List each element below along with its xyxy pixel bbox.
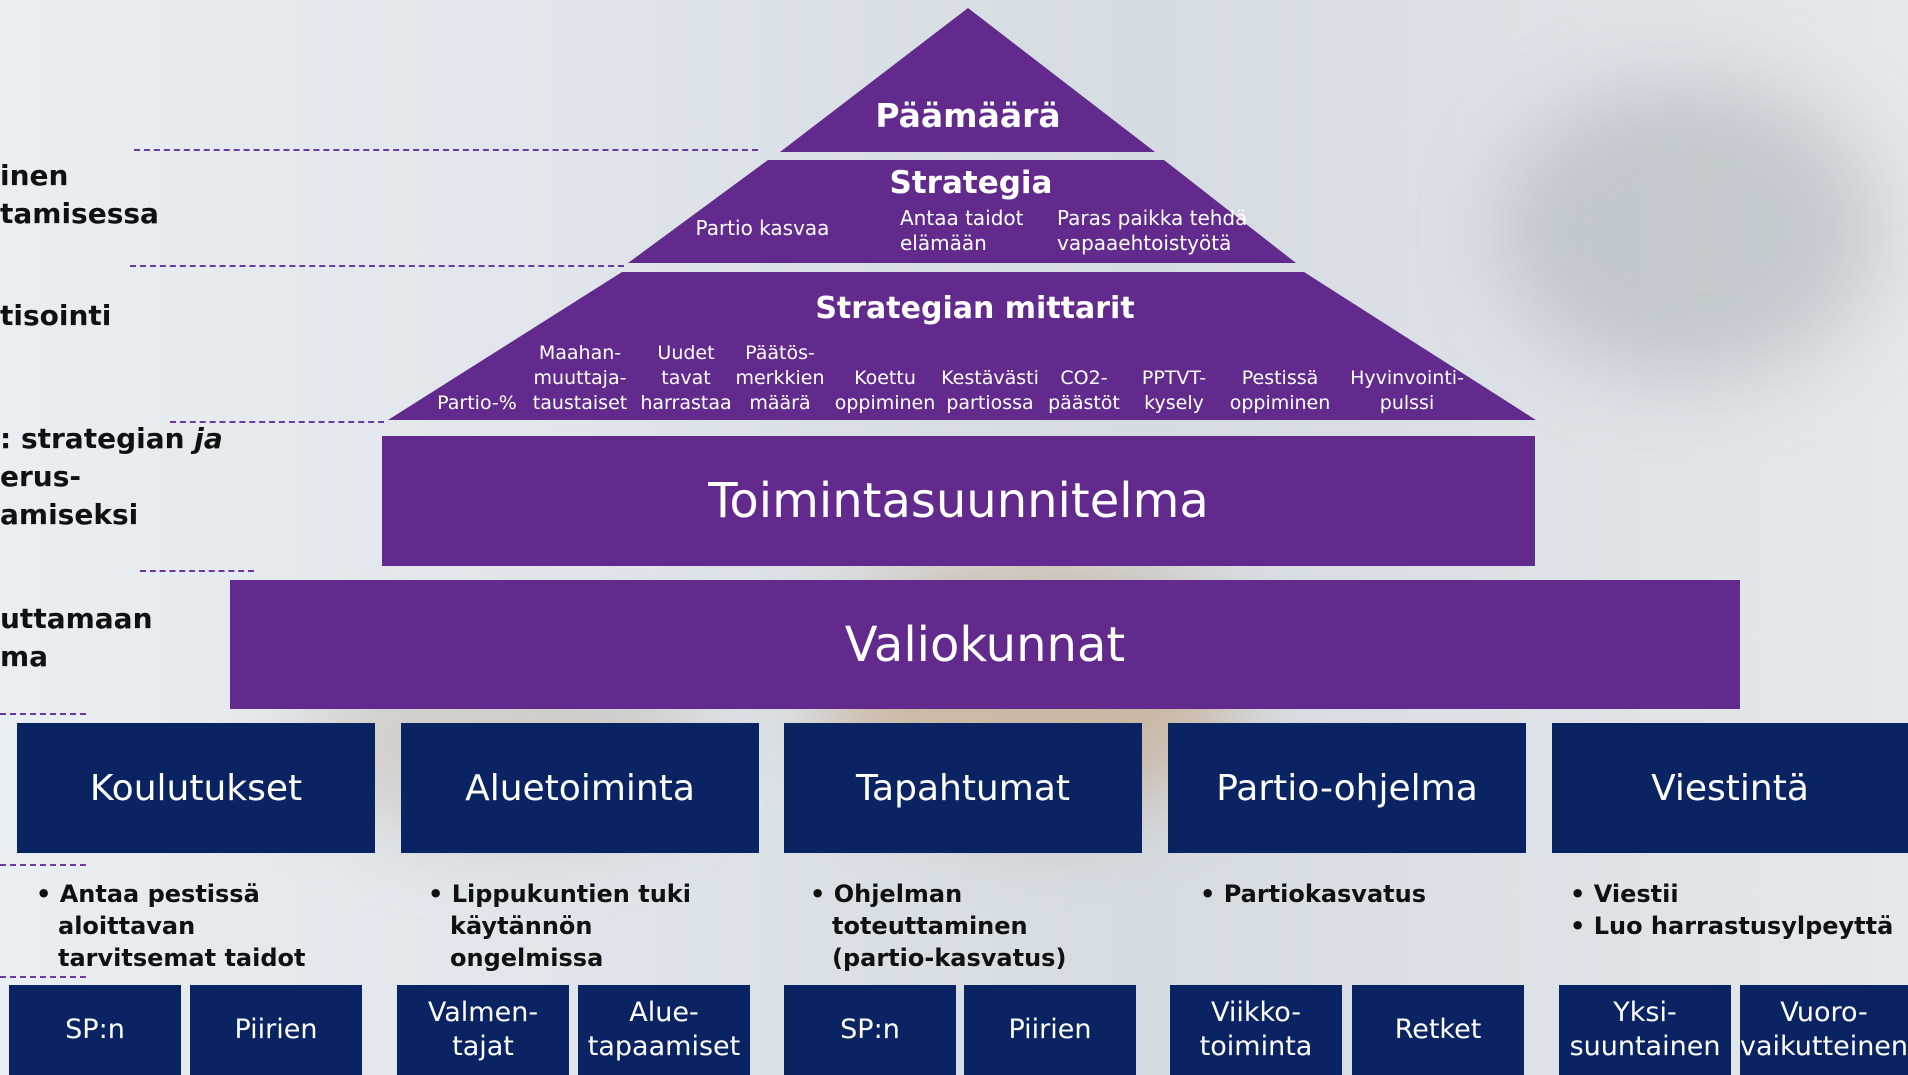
dashed-line [140, 570, 254, 572]
sub-box: SP:n [9, 985, 181, 1075]
dashed-line [170, 421, 384, 423]
metrics-row: Partio-% Maahan- muuttaja- taustaiset Uu… [0, 330, 1908, 416]
metric-item: CO2- päästöt [1048, 367, 1120, 414]
background-photo-shade [1500, 80, 1880, 380]
dashed-line [134, 149, 758, 151]
strategy-item: Paras paikka tehdä vapaaehtoistyötä [1057, 206, 1248, 255]
dashed-line [130, 265, 624, 267]
left-label-3: : strategian ja erus- amiseksi [0, 422, 223, 531]
sub-box: Yksi- suuntainen [1559, 985, 1731, 1075]
unit-koulutukset: Koulutukset [17, 723, 375, 853]
dashed-line [0, 976, 86, 978]
strategy-item: Partio kasvaa [695, 216, 830, 240]
metric-item: Partio-% [437, 392, 517, 414]
strategy-item: Antaa taidot elämään [900, 206, 1024, 255]
goal-label: Päämäärä [875, 96, 1061, 135]
left-label-1: inen tamisessa [0, 159, 159, 230]
metric-item: Pestissä oppiminen [1229, 367, 1331, 414]
metric-item: Kestävästi partiossa [941, 367, 1039, 414]
metric-item: PPTVT- kysely [1141, 367, 1207, 414]
metric-item: Koettu oppiminen [834, 367, 936, 414]
strategy-title: Strategia [889, 165, 1053, 201]
sub-box: Piirien [964, 985, 1136, 1075]
unit-bullets: • Lippukuntien tuki käytännön ongelmissa [428, 878, 728, 974]
metrics-title: Strategian mittarit [815, 291, 1135, 326]
dashed-line [0, 713, 86, 715]
bullet-item: • Viestii [1570, 880, 1679, 908]
sub-box: Piirien [190, 985, 362, 1075]
pyramid-metrics [388, 272, 1536, 420]
left-label-4: uttamaan ma [0, 602, 153, 673]
sub-box: Retket [1352, 985, 1524, 1075]
metric-item: Päätös- merkkien määrä [735, 342, 825, 414]
bullet-item: • Partiokasvatus [1200, 880, 1426, 908]
sub-box: Alue- tapaamiset [578, 985, 750, 1075]
bullet-item: • Antaa pestissä aloittavan tarvitsemat … [36, 880, 306, 972]
dashed-line [0, 864, 86, 866]
left-label-2: tisointi [0, 299, 112, 332]
metric-item: Maahan- muuttaja- taustaiset [532, 342, 628, 414]
pyramid-strategy [628, 160, 1296, 263]
bullet-item: • Luo harrastusylpeyttä [1570, 912, 1894, 940]
sub-box: Valmen- tajat [397, 985, 569, 1075]
unit-bullets: • Viestii • Luo harrastusylpeyttä [1570, 878, 1900, 942]
unit-partio-ohjelma: Partio-ohjelma [1168, 723, 1526, 853]
sub-box: Viikko- toiminta [1170, 985, 1342, 1075]
bullet-item: • Lippukuntien tuki käytännön ongelmissa [428, 880, 691, 972]
unit-bullets: • Antaa pestissä aloittavan tarvitsemat … [36, 878, 336, 974]
metric-item: Hyvinvointi- pulssi [1350, 367, 1464, 414]
action-plan-band: Toimintasuunnitelma [382, 436, 1535, 566]
pyramid-top [780, 8, 1155, 152]
unit-bullets: • Partiokasvatus [1200, 878, 1500, 910]
sub-box: Vuoro- vaikutteinen [1740, 985, 1908, 1075]
sub-box: SP:n [784, 985, 956, 1075]
metric-item: Uudet tavat harrastaa [640, 342, 732, 414]
bullet-item: • Ohjelman toteuttaminen (partio-kasvatu… [810, 880, 1067, 972]
unit-tapahtumat: Tapahtumat [784, 723, 1142, 853]
unit-aluetoiminta: Aluetoiminta [401, 723, 759, 853]
committees-band: Valiokunnat [230, 580, 1740, 709]
unit-bullets: • Ohjelman toteuttaminen (partio-kasvatu… [810, 878, 1110, 974]
unit-viestinta: Viestintä [1552, 723, 1908, 853]
